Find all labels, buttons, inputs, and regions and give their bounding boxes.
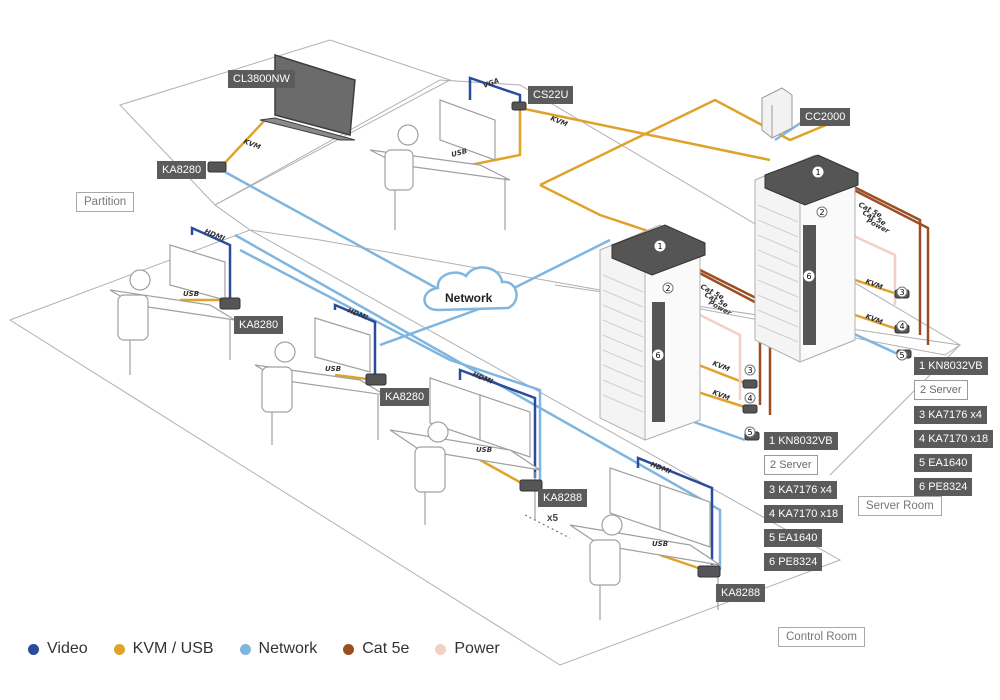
legend-label-power: Power: [454, 640, 500, 657]
zone-label-partition: Partition: [76, 192, 135, 212]
svg-text:2: 2: [819, 208, 824, 217]
svg-text:6: 6: [655, 351, 660, 360]
list-b-item-2: 2 Server: [914, 380, 968, 400]
laptop-cl3800nw: [259, 53, 356, 141]
legend-item-video: Video: [28, 640, 88, 658]
svg-text:3: 3: [747, 366, 752, 375]
device-label-cl3800nw: CL3800NW: [228, 70, 295, 88]
workstation-dual-a: [389, 377, 541, 525]
svg-text:5: 5: [747, 428, 752, 437]
video-cables: [190, 76, 714, 565]
workstation-middle: [254, 317, 386, 445]
legend-label-video: Video: [47, 640, 88, 657]
legend-item-power: Power: [435, 640, 500, 658]
svg-text:USB: USB: [325, 365, 341, 373]
legend-swatch-kvm-usb: [113, 643, 125, 655]
device-label-cs22u: CS22U: [528, 86, 574, 104]
workstation-dual-b: [569, 467, 721, 620]
legend-swatch-cat5e: [343, 643, 355, 655]
list-a-item-2: 2 Server: [764, 455, 818, 475]
device-label-ka8280-middle: KA8280: [380, 388, 430, 406]
upper-office-floor: [214, 79, 961, 356]
legend-swatch-video: [28, 643, 39, 655]
svg-text:2: 2: [665, 284, 670, 293]
svg-text:USB: USB: [183, 290, 199, 298]
svg-text:KVM: KVM: [864, 277, 884, 291]
list-a-item-1: 1 KN8032VB: [764, 432, 838, 450]
device-label-cc2000: CC2000: [800, 108, 851, 126]
x5-dotted-line: [524, 514, 571, 539]
legend-item-kvm-usb: KVM / USB: [113, 640, 214, 658]
list-a-item-3: 3 KA7176 x4: [764, 481, 838, 499]
svg-text:USB: USB: [652, 540, 668, 548]
pe8324-pdu-b: [803, 225, 816, 345]
device-label-ka8288-a: KA8288: [538, 489, 588, 507]
pe8324-pdu-a: [652, 302, 665, 422]
component-list-a: 1 KN8032VB 2 Server 3 KA7176 x4 4 KA7170…: [764, 431, 844, 576]
svg-text:HDMI: HDMI: [649, 460, 672, 476]
list-a-item-4: 4 KA7170 x18: [764, 505, 844, 523]
list-b-item-6: 6 PE8324: [914, 478, 973, 496]
legend: Video KVM / USB Network Cat 5e Power: [28, 640, 526, 658]
workstation-left: [109, 244, 236, 375]
workstation-top: [369, 99, 511, 230]
list-a-item-6: 6 PE8324: [764, 553, 823, 571]
list-b-item-5: 5 EA1640: [914, 454, 973, 472]
device-label-ka8288-b: KA8288: [716, 584, 766, 602]
svg-text:4: 4: [899, 322, 904, 331]
svg-text:USB: USB: [450, 147, 468, 159]
device-label-ka8280-partition: KA8280: [157, 161, 207, 179]
svg-text:5: 5: [899, 351, 904, 360]
component-list-b: 1 KN8032VB 2 Server 3 KA7176 x4 4 KA7170…: [914, 356, 994, 501]
svg-text:1: 1: [815, 168, 820, 177]
legend-label-cat5e: Cat 5e: [362, 640, 410, 657]
rack-a: [599, 224, 706, 441]
svg-text:4: 4: [747, 394, 752, 403]
legend-swatch-power: [435, 643, 447, 655]
device-boxes: [207, 101, 912, 578]
list-b-item-4: 4 KA7170 x18: [914, 430, 994, 448]
svg-text:HDMI: HDMI: [203, 227, 226, 243]
legend-item-network: Network: [239, 640, 318, 658]
list-b-item-1: 1 KN8032VB: [914, 357, 988, 375]
cc2000-server: [761, 87, 793, 139]
svg-text:3: 3: [899, 288, 904, 297]
legend-swatch-network: [239, 643, 251, 655]
kn8032vb-switch-b: [764, 154, 859, 206]
legend-label-network: Network: [258, 640, 318, 657]
rack-b: [754, 154, 859, 363]
list-b-item-3: 3 KA7176 x4: [914, 406, 988, 424]
svg-text:1: 1: [657, 242, 662, 251]
legend-item-cat5e: Cat 5e: [343, 640, 409, 658]
legend-label-kvm-usb: KVM / USB: [132, 640, 214, 657]
svg-text:USB: USB: [476, 446, 492, 454]
device-label-ka8280-left: KA8280: [234, 316, 284, 334]
svg-text:6: 6: [806, 272, 811, 281]
network-cloud: [423, 266, 518, 312]
multiplier-label: x5: [547, 513, 559, 524]
list-a-item-5: 5 EA1640: [764, 529, 823, 547]
zone-label-control-room: Control Room: [778, 627, 865, 647]
numbered-badges: 1 1 2 2 6 6 3 4 5 3 4 5: [652, 166, 908, 438]
zone-label-server-room: Server Room: [858, 496, 942, 516]
svg-text:KVM: KVM: [864, 312, 884, 326]
network-cloud-label: Network: [445, 291, 493, 305]
